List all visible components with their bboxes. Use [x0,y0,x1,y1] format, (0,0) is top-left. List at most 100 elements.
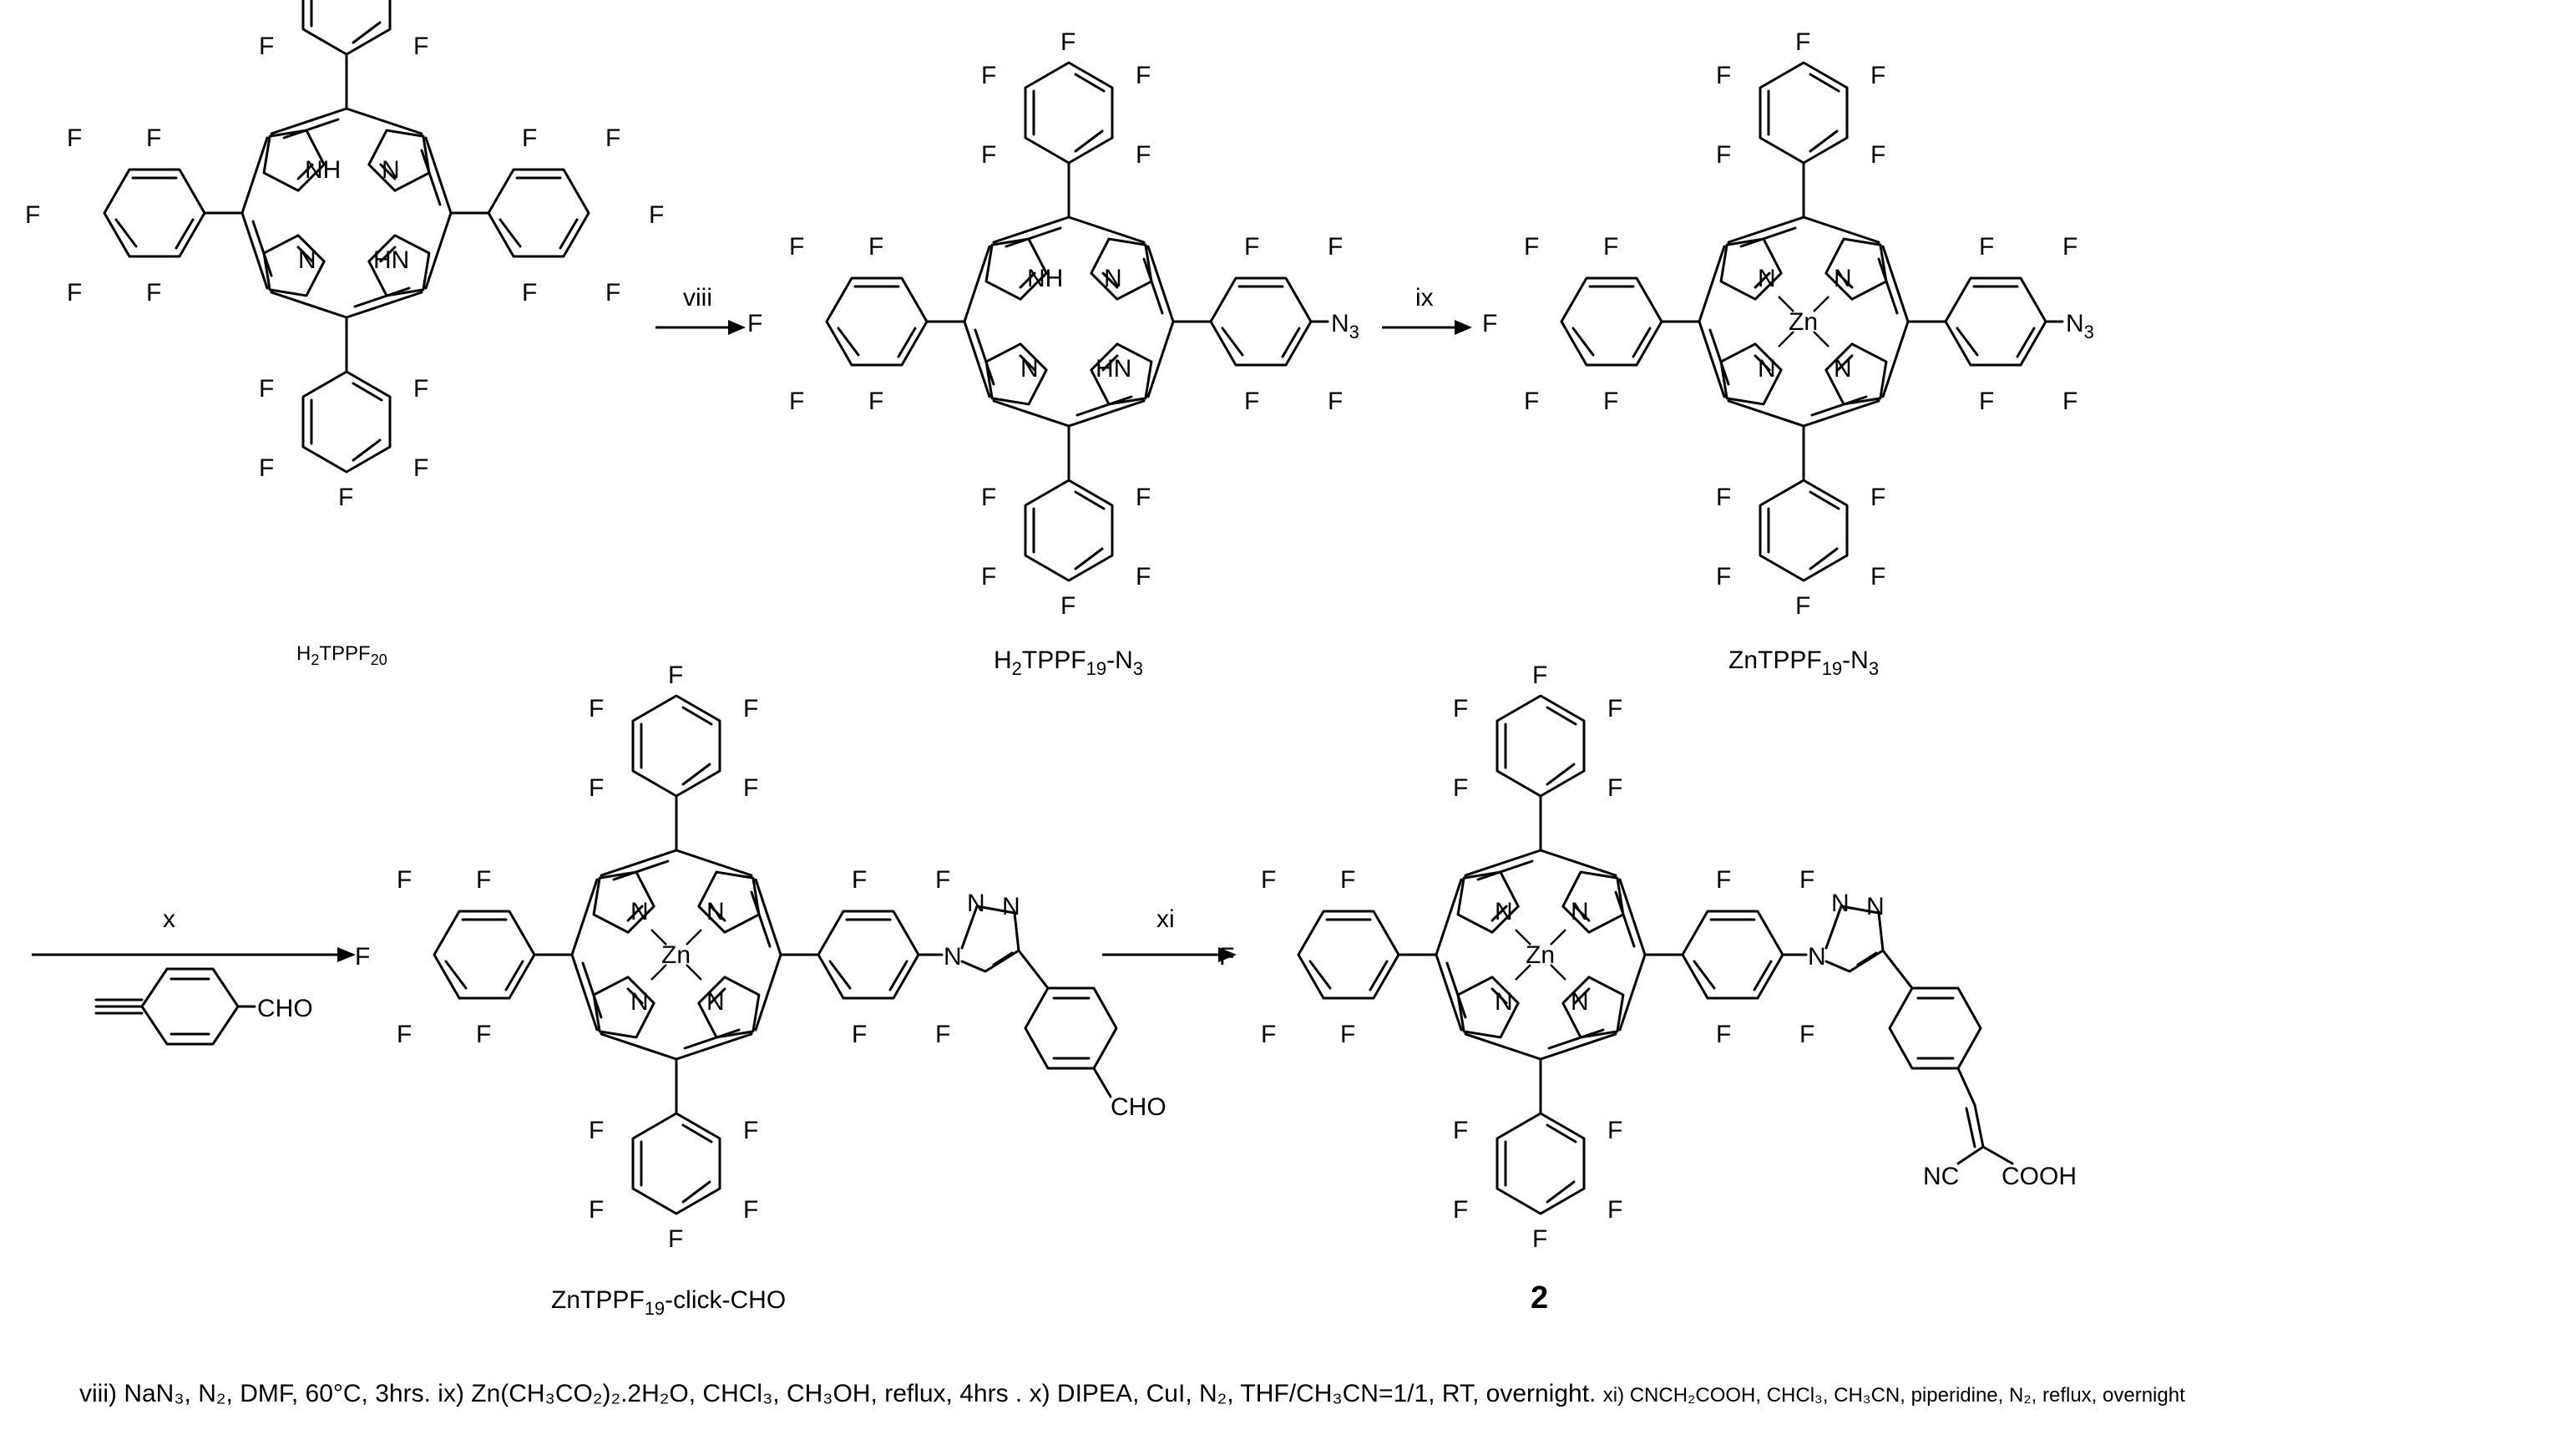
svg-text:F: F [668,662,683,689]
svg-text:F: F [259,375,274,403]
svg-text:F: F [1136,62,1151,89]
svg-text:CHO: CHO [257,995,313,1022]
svg-text:F: F [789,233,804,261]
svg-text:F: F [146,124,161,152]
n-label: N [382,156,400,184]
svg-text:F: F [747,310,762,337]
svg-text:F: F [476,1021,491,1048]
svg-text:viii) NaN₃, N₂, DMF, 60°C, 3hr: viii) NaN₃, N₂, DMF, 60°C, 3hrs. ix) Zn(… [79,1380,2185,1407]
svg-text:F: F [1340,1021,1355,1048]
svg-text:F: F [413,33,428,60]
svg-text:xi: xi [1156,905,1175,933]
svg-text:F: F [397,866,412,894]
compound-zntppf19-click-cho: Zn N N N N F F F F F F F F F F [355,662,1167,1319]
svg-text:F: F [1532,662,1547,689]
compound-label-2: 2 [1531,1280,1548,1316]
porphyrin-core: NH N HN N [240,107,453,319]
azide-group: N3 [2066,310,2094,342]
svg-text:F: F [1136,141,1151,169]
svg-text:F: F [1716,62,1731,89]
svg-text:COOH: COOH [2002,1163,2077,1190]
svg-text:F: F [397,1021,412,1048]
svg-text:F: F [1603,388,1618,415]
svg-text:F: F [1870,563,1885,591]
svg-text:F: F [1261,1021,1276,1048]
compound-2: Zn N N N N F F F F F F F F F F [1219,662,2077,1316]
svg-text:CHO: CHO [1111,1093,1167,1121]
svg-text:N: N [1834,265,1852,292]
svg-text:N: N [1571,898,1589,925]
svg-text:N: N [944,943,962,971]
arrow-x: x CHO [32,905,356,1046]
n-label: N [298,246,316,274]
svg-text:F: F [852,1021,867,1048]
svg-text:F: F [981,62,996,89]
svg-text:F: F [476,866,491,894]
svg-text:F: F [1607,1117,1622,1144]
svg-text:N: N [967,890,985,917]
svg-text:N: N [1495,898,1513,925]
c6f5-left [103,168,244,258]
svg-text:F: F [743,1117,758,1144]
svg-text:F: F [1532,1225,1547,1253]
compound-label-zntppf19-n3: ZnTPPF19-N3 [1728,646,1879,679]
condition-x: x) DIPEA, CuI, N₂, THF/CH₃CN=1/1, RT, ov… [1030,1380,1597,1407]
svg-text:N: N [1020,355,1039,383]
svg-text:F: F [1328,388,1343,415]
svg-text:N: N [630,898,649,925]
svg-text:F: F [1607,1196,1622,1224]
svg-text:F: F [935,1021,950,1048]
svg-text:Zn: Zn [1789,308,1818,336]
svg-text:F: F [981,141,996,169]
svg-text:HN: HN [1096,355,1131,383]
svg-text:F: F [146,279,161,307]
svg-text:viii: viii [683,284,712,312]
svg-text:N: N [706,898,725,925]
svg-text:F: F [868,388,883,415]
svg-text:F: F [1524,388,1539,415]
svg-text:F: F [1799,1021,1814,1048]
svg-text:Zn: Zn [661,941,691,969]
svg-text:F: F [589,695,604,723]
svg-text:N: N [1831,890,1850,917]
svg-text:F: F [1340,866,1355,894]
svg-text:F: F [1453,695,1468,723]
svg-text:F: F [338,484,353,511]
nh-label: NH [305,156,341,184]
condition-ix: ix) Zn(CH₃CO₂)₂.2H₂O, CHCl₃, CH₃OH, refl… [438,1380,1022,1407]
svg-text:F: F [1603,233,1618,261]
svg-text:F: F [1979,233,1994,261]
svg-text:F: F [1716,563,1731,591]
arrow-ix: ix [1382,284,1472,335]
svg-text:F: F [413,454,428,482]
svg-text:F: F [1607,774,1622,802]
svg-text:N: N [630,988,649,1016]
svg-text:F: F [1979,388,1994,415]
svg-text:F: F [743,695,758,723]
svg-text:N: N [1495,988,1513,1016]
svg-text:ix: ix [1415,284,1434,312]
arrow-viii: viii [655,284,746,335]
compound-h2tppf20: NH N HN N F F F F F F F F F F [25,0,664,668]
svg-text:F: F [67,279,82,307]
svg-text:F: F [589,1117,604,1144]
alkyne-reagent: CHO [94,967,313,1046]
svg-text:F: F [852,866,867,894]
svg-text:F: F [1607,695,1622,723]
c6f5-top: F F F F F [259,0,428,110]
svg-text:N: N [1002,893,1020,920]
svg-text:F: F [605,279,620,307]
svg-text:F: F [1795,28,1810,56]
svg-text:F: F [1795,592,1810,620]
svg-text:N: N [1758,355,1776,383]
svg-text:F: F [25,201,40,229]
svg-text:F: F [789,388,804,415]
svg-text:F: F [589,1196,604,1224]
svg-text:F: F [1328,233,1343,261]
svg-text:F: F [589,774,604,802]
svg-text:F: F [522,279,537,307]
svg-text:F: F [649,201,664,229]
svg-text:F: F [743,1196,758,1224]
svg-text:F: F [522,124,537,152]
